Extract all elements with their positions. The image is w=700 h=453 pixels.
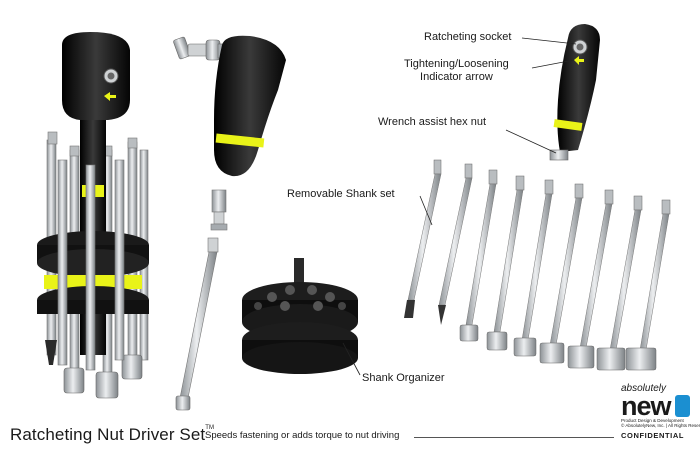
logo-sub-line2: © AbsolutelyNew, Inc. | All Rights Reser… (621, 423, 700, 428)
company-logo: absolutely new Product Design & Developm… (621, 383, 700, 441)
product-title: Ratcheting Nut Driver SetTM (10, 425, 214, 445)
trademark-mark: TM (205, 425, 215, 431)
tagline-rule (414, 437, 614, 438)
standing-handle (549, 24, 600, 161)
label-shank-organizer: Shank Organizer (362, 372, 445, 384)
product-tagline: Speeds fastening or adds torque to nut d… (205, 430, 400, 441)
shank-set (404, 159, 671, 371)
logo-top-word: absolutely (621, 383, 667, 394)
label-indicator-line2: Indicator arrow (420, 71, 493, 83)
shank-organizer (242, 258, 358, 374)
product-title-text: Ratcheting Nut Driver Set (10, 425, 206, 444)
exploded-handle (173, 35, 286, 411)
label-indicator-arrow: Tightening/Loosening Indicator arrow (404, 58, 509, 84)
logo-sub-line1: Product Design & Development (621, 418, 684, 423)
logo-mark-icon (675, 395, 690, 417)
confidential-label: CONFIDENTIAL (621, 431, 685, 440)
label-indicator-line1: Tightening/Loosening (404, 58, 509, 70)
assembled-driver (37, 32, 149, 399)
label-ratcheting-socket: Ratcheting socket (424, 31, 512, 43)
label-wrench-hex-nut: Wrench assist hex nut (378, 116, 487, 128)
logo-subtitle: Product Design & Development © Absolutel… (621, 418, 700, 428)
label-removable-shank-set: Removable Shank set (287, 188, 395, 200)
callout-leaders (342, 37, 577, 376)
logo-main-word: new (621, 391, 672, 421)
